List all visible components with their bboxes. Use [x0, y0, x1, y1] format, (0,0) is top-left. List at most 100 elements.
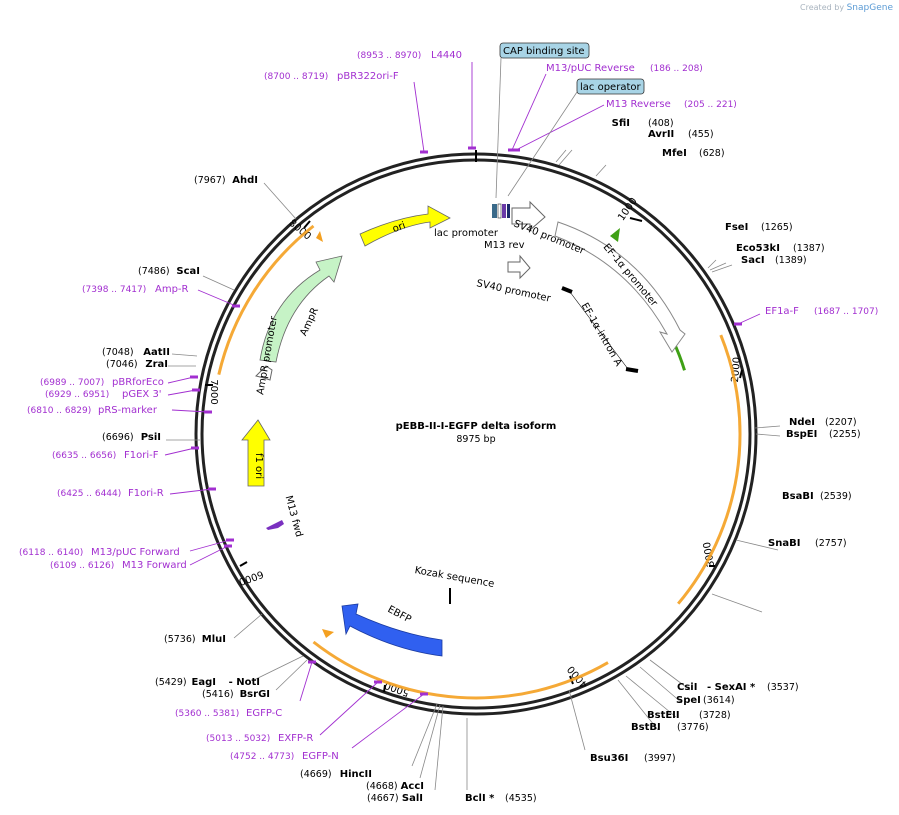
enzyme-label: ZraI: [145, 359, 168, 370]
enzyme-position: (1389): [775, 255, 807, 266]
enzyme-position: (4535): [505, 793, 537, 804]
primer-mark: [226, 538, 234, 542]
enzyme-leader-line: [711, 593, 763, 613]
primer-mark: [191, 446, 199, 450]
primer-mark: [308, 660, 316, 664]
primer-mark: [204, 410, 212, 414]
enzyme-position: (5736): [164, 634, 196, 645]
enzyme-label: ScaI: [176, 266, 200, 277]
enzyme-position: (1387): [793, 243, 825, 254]
sv40-promoter-arrow: [507, 254, 531, 280]
enzyme-label: SacI: [741, 255, 765, 266]
primer-leader-line: [169, 488, 213, 495]
feature-box: [576, 78, 645, 95]
feature-label: ori: [391, 220, 407, 235]
ruler-tick-mark: [303, 220, 311, 229]
enzyme-leader-line: [233, 613, 263, 639]
enzyme-position: (408): [648, 118, 674, 129]
enzyme-leader-line: [617, 679, 659, 731]
primer-leader-line: [171, 409, 209, 413]
orange-feature-arc: [312, 640, 609, 700]
primer-leader-line: [189, 545, 229, 566]
primer-leader-line: [167, 389, 197, 396]
primer-mark: [208, 487, 216, 491]
enzyme-leader-line: [735, 539, 779, 551]
f1-ori-arrow: [241, 419, 271, 487]
enzyme-label: AatII: [143, 347, 170, 358]
primer-position: (1687 .. 1707): [814, 307, 878, 317]
enzyme-position: (3728): [699, 710, 731, 721]
primer-leader-line: [167, 376, 195, 384]
enzyme-position: (2207): [825, 417, 857, 428]
enzyme-position: (2539): [820, 491, 852, 502]
orange-arrowhead: [322, 629, 334, 638]
enzyme-position: (7046): [106, 359, 138, 370]
enzyme-position: (4669): [300, 769, 332, 780]
ruler-tick-mark: [383, 684, 386, 693]
plasmid-length: 8975 bp: [456, 434, 495, 445]
ampr-promoter-arrow: [255, 365, 273, 381]
ebfp-arrow: [341, 603, 443, 657]
primer-mark: [734, 322, 742, 326]
feature-label: f1 ori: [253, 453, 264, 479]
enzyme-label: FseI: [725, 222, 748, 233]
primer-position: (6929 .. 6951): [45, 390, 109, 400]
primer-leader-line: [511, 73, 547, 151]
enzyme-leader-line: [263, 182, 297, 220]
primer-label: pBRforEco: [112, 377, 164, 388]
enzyme-position: (4668): [366, 781, 398, 792]
ruler-tick-label: 7000: [208, 379, 219, 404]
primer-label: EGFP-C: [246, 708, 282, 719]
ruler-tick-mark: [629, 217, 643, 222]
enzyme-leader-line: [707, 259, 717, 269]
enzyme-label: - NotI: [229, 677, 260, 688]
enzyme-label: SpeI: [676, 695, 701, 706]
primer-label: F1ori-R: [128, 488, 164, 499]
enzyme-leader-line: [419, 704, 441, 779]
enzyme-label: - SexAI *: [707, 682, 756, 693]
enzyme-leader-line: [568, 689, 586, 751]
ampr-arrow: [259, 255, 343, 363]
primer-leader-line: [299, 661, 313, 702]
enzyme-label: PsiI: [141, 432, 161, 443]
primer-position: (186 .. 208): [650, 64, 703, 74]
primer-mark: [374, 680, 382, 684]
enzyme-leader-line: [171, 353, 198, 357]
enzyme-label: CsiI: [677, 682, 697, 693]
primer-label: pGEX 3': [122, 389, 162, 400]
enzyme-leader-line: [555, 149, 567, 163]
primer-label: EGFP-N: [302, 751, 339, 762]
lac-promoter-bar: [492, 204, 497, 218]
ef1a-intron-line: [569, 291, 629, 370]
primer-position: (7398 .. 7417): [82, 285, 146, 295]
feature-label: EF-1α promoter: [601, 242, 660, 310]
enzyme-leader-line: [253, 655, 304, 681]
enzyme-leader-line: [639, 666, 683, 704]
enzyme-leader-line: [275, 659, 308, 691]
primer-position: (5360 .. 5381): [175, 709, 239, 719]
snapgene-logo-text: SnapGene: [846, 3, 893, 13]
primer-label: M13 Forward: [122, 560, 187, 571]
primer-leader-line: [351, 693, 425, 749]
primer-mark: [468, 146, 476, 150]
m13-fwd-mark: [266, 520, 284, 530]
enzyme-label: Eco53kI: [736, 243, 780, 254]
primer-leader-line: [413, 81, 425, 153]
enzyme-position: (3997): [644, 753, 676, 764]
primer-position: (6810 .. 6829): [27, 406, 91, 416]
boxed-feature-label: CAP binding site: [503, 46, 585, 57]
ruler-tick-label: 6000: [237, 568, 265, 587]
enzyme-position: (3776): [677, 722, 709, 733]
primer-label: EF1a-F: [765, 306, 799, 317]
enzyme-leader-line: [595, 164, 607, 177]
enzyme-label: BstEII: [647, 710, 680, 721]
primer-position: (6989 .. 7007): [40, 378, 104, 388]
enzyme-position: (5429): [155, 677, 187, 688]
feature-label: ...: [259, 350, 272, 362]
primer-label: EXFP-R: [278, 733, 313, 744]
ruler-tick-mark: [739, 369, 743, 379]
enzyme-leader-line: [434, 705, 444, 791]
enzyme-position: (7967): [194, 175, 226, 186]
